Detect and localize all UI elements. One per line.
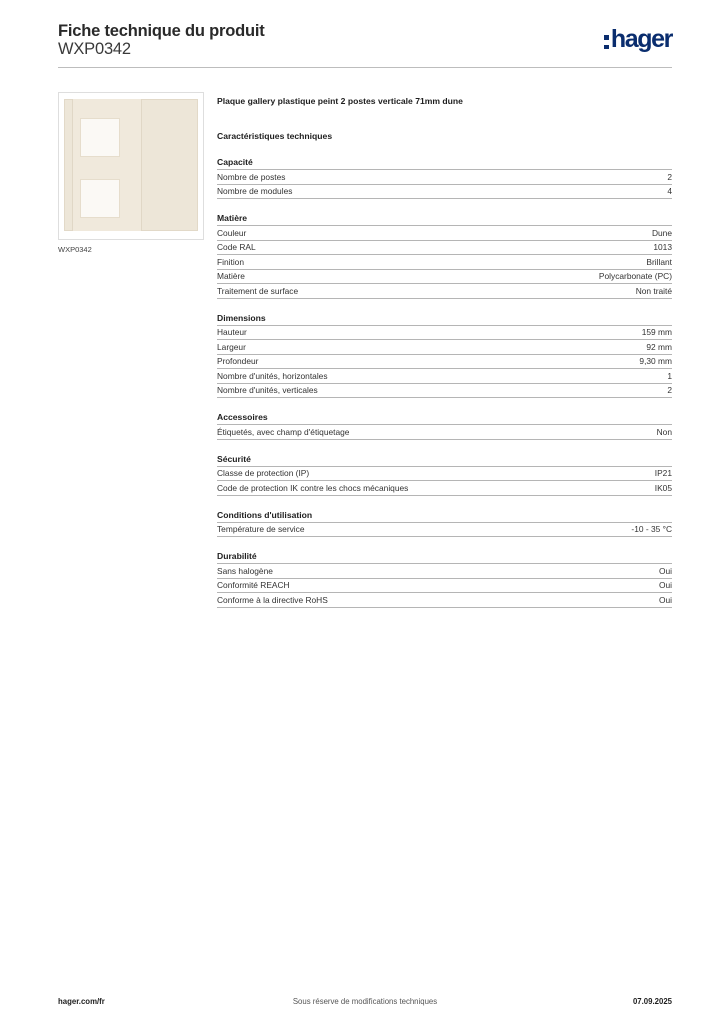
hager-logo: hager (604, 25, 673, 53)
spec-label: Hauteur (217, 327, 247, 338)
spec-value: 9,30 mm (639, 356, 672, 367)
spec-row: Code RAL 1013 (217, 241, 672, 255)
spec-row: Couleur Dune (217, 226, 672, 241)
spec-label: Nombre de modules (217, 186, 293, 197)
spec-value: 2 (667, 171, 672, 182)
spec-value: Dune (651, 227, 672, 238)
spec-label: Conforme à la directive RoHS (217, 594, 328, 605)
spec-row: Largeur 92 mm (217, 340, 672, 355)
section-title: Sécurité (217, 454, 672, 467)
section-title: Capacité (217, 157, 672, 170)
spec-value: IP21 (654, 468, 672, 479)
spec-value: Non (656, 426, 672, 437)
spec-row: Traitement de surface Non traité (217, 284, 672, 299)
spec-row: Hauteur 159 mm (217, 326, 672, 340)
spec-content: Plaque gallery plastique peint 2 postes … (217, 96, 672, 608)
page-footer: hager.com/fr Sous réserve de modificatio… (58, 997, 672, 1011)
spec-value: 159 mm (641, 327, 672, 338)
spec-label: Nombre d'unités, verticales (217, 385, 318, 396)
spec-label: Nombre de postes (217, 171, 286, 182)
spec-value: Polycarbonate (PC) (598, 271, 672, 282)
logo-colon-mark (604, 35, 609, 49)
spec-label: Étiquetés, avec champ d'étiquetage (217, 426, 350, 437)
spec-row: Classe de protection (IP) IP21 (217, 467, 672, 481)
spec-row: Conformité REACH Oui (217, 579, 672, 593)
spec-row: Sans halogène Oui (217, 564, 672, 579)
spec-value: IK05 (654, 482, 672, 493)
image-caption: WXP0342 (58, 245, 92, 254)
spec-label: Nombre d'unités, horizontales (217, 370, 328, 381)
spec-label: Sans halogène (217, 565, 273, 576)
spec-label: Largeur (217, 341, 246, 352)
section-title: Conditions d'utilisation (217, 510, 672, 523)
spec-row: Code de protection IK contre les chocs m… (217, 481, 672, 496)
spec-value: Non traité (635, 285, 672, 296)
spec-value: 2 (667, 385, 672, 396)
plate-illustration (64, 99, 198, 231)
characteristics-title: Caractéristiques techniques (217, 131, 333, 141)
spec-label: Température de service (217, 524, 305, 535)
section-title: Matière (217, 213, 672, 226)
spec-row: Température de service -10 - 35 °C (217, 523, 672, 537)
spec-value: Oui (658, 594, 672, 605)
spec-value: Oui (658, 565, 672, 576)
plate-opening-bottom (81, 180, 119, 217)
product-description: Plaque gallery plastique peint 2 postes … (217, 96, 463, 106)
spec-row: Nombre de modules 4 (217, 185, 672, 199)
spec-label: Traitement de surface (217, 285, 299, 296)
spec-row: Nombre de postes 2 (217, 170, 672, 185)
spec-row: Matière Polycarbonate (PC) (217, 270, 672, 284)
spec-label: Matière (217, 271, 245, 282)
spec-value: 1013 (653, 242, 672, 253)
page-header: Fiche technique du produit WXP0342 hager (58, 22, 673, 68)
product-reference: WXP0342 (58, 40, 131, 58)
spec-value: 4 (667, 186, 672, 197)
section-title: Accessoires (217, 412, 672, 425)
section-title: Durabilité (217, 551, 672, 564)
logo-text: hager (610, 25, 673, 53)
spec-value: Brillant (646, 256, 672, 267)
spec-label: Couleur (217, 227, 247, 238)
spec-row: Étiquetés, avec champ d'étiquetage Non (217, 425, 672, 440)
footer-website: hager.com/fr (58, 997, 105, 1006)
spec-label: Code RAL (217, 242, 256, 253)
spec-row: Nombre d'unités, verticales 2 (217, 384, 672, 398)
product-image (58, 92, 204, 240)
spec-value: Oui (658, 580, 672, 591)
spec-row: Nombre d'unités, horizontales 1 (217, 369, 672, 384)
footer-date: 07.09.2025 (632, 997, 672, 1006)
spec-row: Profondeur 9,30 mm (217, 355, 672, 369)
spec-label: Conformité REACH (217, 580, 290, 591)
spec-value: 92 mm (646, 341, 672, 352)
spec-row: Conforme à la directive RoHS Oui (217, 593, 672, 608)
document-title: Fiche technique du produit (58, 22, 265, 40)
footer-notice: Sous réserve de modifications techniques (292, 997, 438, 1006)
spec-value: 1 (667, 370, 672, 381)
spec-value: -10 - 35 °C (631, 524, 672, 535)
plate-opening-top (81, 119, 119, 156)
spec-label: Finition (217, 256, 244, 267)
spec-row: Finition Brillant (217, 255, 672, 270)
spec-label: Classe de protection (IP) (217, 468, 310, 479)
spec-label: Code de protection IK contre les chocs m… (217, 482, 409, 493)
spec-label: Profondeur (217, 356, 259, 367)
section-title: Dimensions (217, 313, 672, 326)
